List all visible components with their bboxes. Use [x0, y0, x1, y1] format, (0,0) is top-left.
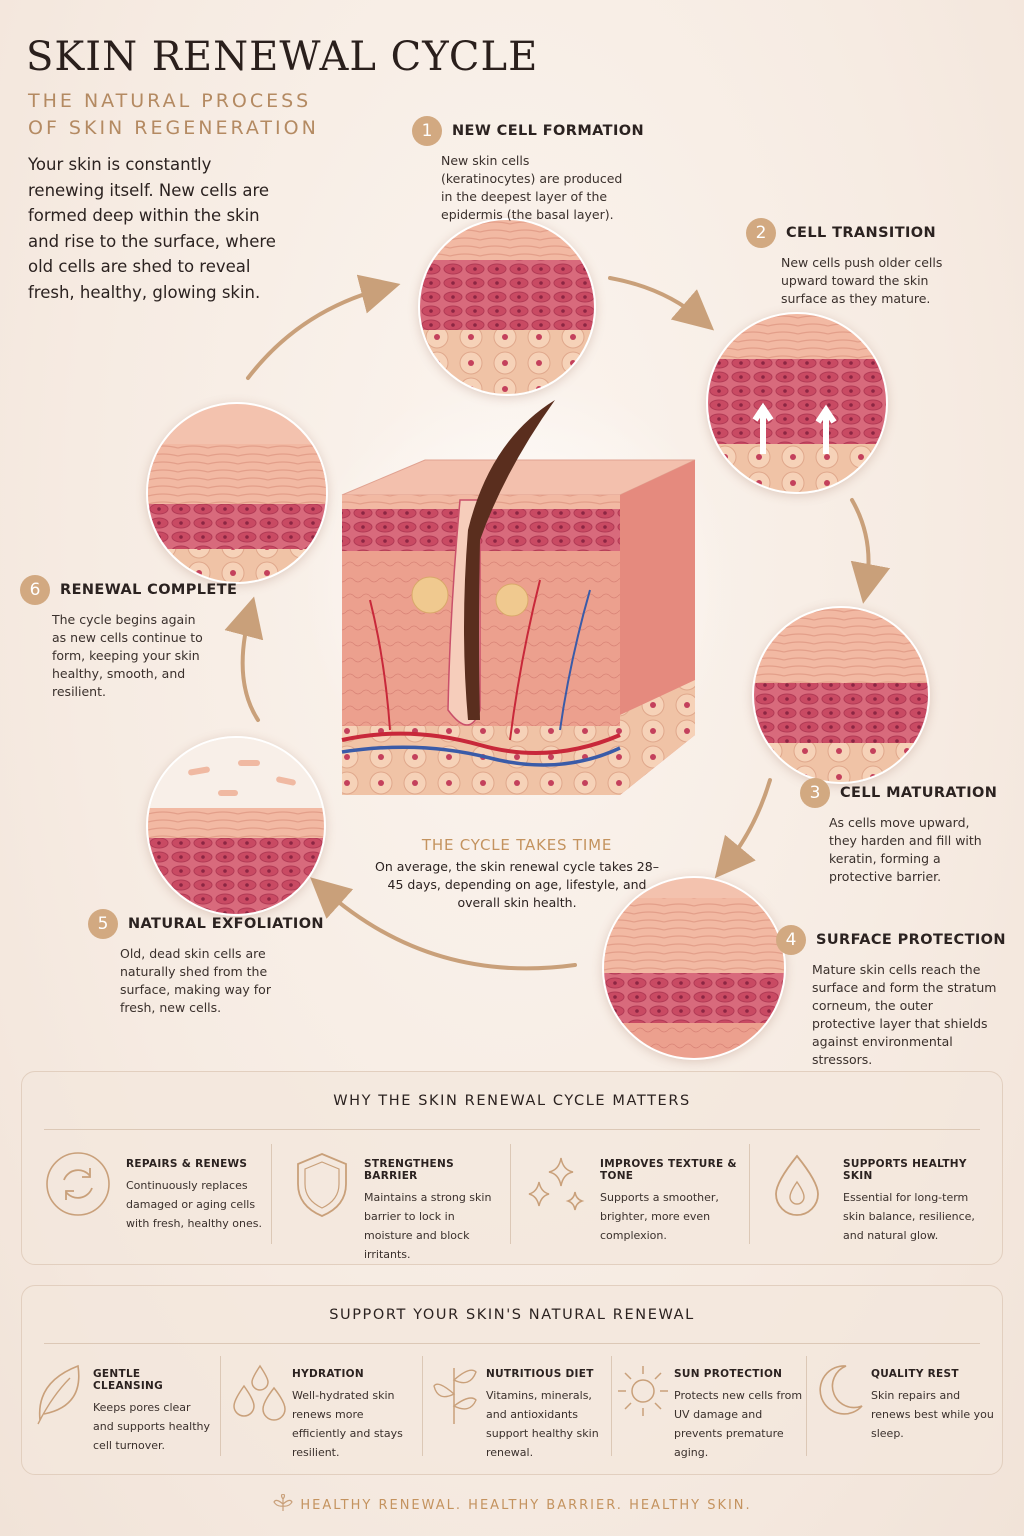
step-number-badge: 1	[412, 116, 442, 146]
why-panel: WHY THE SKIN RENEWAL CYCLE MATTERS REPAI…	[21, 1071, 1003, 1265]
support-item-description: Skin repairs and renews best while you s…	[871, 1389, 994, 1440]
sparkles-icon	[528, 1157, 585, 1211]
skin-cross-section	[341, 400, 696, 795]
support-item-title: HYDRATION	[292, 1368, 364, 1380]
divider	[220, 1356, 221, 1456]
divider	[422, 1356, 423, 1456]
support-item-title: NUTRITIOUS DIET	[486, 1368, 594, 1380]
step-3: 3 CELL MATURATION As cells move upward, t…	[800, 778, 1010, 886]
why-item-title: IMPROVES TEXTURE & TONE	[600, 1158, 737, 1182]
why-item: SUPPORTS HEALTHY SKIN Essential for long…	[843, 1158, 983, 1245]
divider	[271, 1144, 272, 1244]
page-title: SKIN RENEWAL CYCLE	[26, 34, 539, 80]
step-title: NATURAL EXFOLIATION	[128, 916, 324, 932]
renew-cycle-icon	[46, 1152, 110, 1216]
cycle-duration-note: THE CYCLE TAKES TIME On average, the ski…	[372, 836, 662, 912]
step-2-image	[706, 312, 888, 494]
why-item: IMPROVES TEXTURE & TONE Supports a smoot…	[600, 1158, 750, 1245]
support-item: QUALITY REST Skin repairs and renews bes…	[871, 1368, 995, 1443]
leaf-icon	[273, 1493, 294, 1511]
sun-icon	[618, 1366, 668, 1416]
water-drop-icon	[775, 1154, 819, 1216]
shield-icon	[297, 1153, 347, 1217]
support-panel-title: SUPPORT YOUR SKIN'S NATURAL RENEWAL	[329, 1307, 695, 1323]
cycle-arrows	[224, 274, 891, 971]
cycle-duration-title: THE CYCLE TAKES TIME	[421, 836, 613, 854]
support-panel: SUPPORT YOUR SKIN'S NATURAL RENEWAL GENT…	[21, 1285, 1003, 1475]
why-panel-title: WHY THE SKIN RENEWAL CYCLE MATTERS	[333, 1093, 691, 1109]
droplets-icon	[233, 1364, 286, 1421]
divider	[44, 1343, 980, 1344]
support-item-description: Keeps pores clear and supports healthy c…	[93, 1401, 210, 1452]
step-description: New skin cells (keratinocytes) are produ…	[441, 153, 623, 222]
intro-text: Your skin is constantly renewing itself.…	[28, 155, 276, 302]
arrow-6-to-1	[246, 274, 401, 380]
step-4-image	[602, 876, 786, 1060]
divider	[510, 1144, 511, 1244]
step-2: 2 CELL TRANSITION New cells push older ce…	[746, 218, 956, 308]
why-item-title: SUPPORTS HEALTHY SKIN	[843, 1158, 967, 1182]
arrow-5-to-6	[224, 596, 264, 722]
step-number-badge: 6	[20, 575, 50, 605]
leaf-icon	[37, 1364, 80, 1425]
support-item-title: GENTLE CLEANSING	[93, 1368, 164, 1392]
support-item: GENTLE CLEANSING Keeps pores clear and s…	[93, 1368, 213, 1455]
footer-tagline: HEALTHY RENEWAL. HEALTHY BARRIER. HEALTH…	[300, 1498, 752, 1513]
support-item: NUTRITIOUS DIET Vitamins, minerals, and …	[486, 1368, 610, 1462]
page-subtitle: THE NATURAL PROCESS OF SKIN REGENERATION	[28, 90, 319, 139]
why-item: STRENGTHENS BARRIER Maintains a strong s…	[364, 1158, 504, 1264]
support-item-description: Vitamins, minerals, and antioxidants sup…	[486, 1389, 599, 1459]
support-item: SUN PROTECTION Protects new cells from U…	[674, 1368, 804, 1462]
step-description: Mature skin cells reach the surface and …	[812, 962, 997, 1067]
support-item: HYDRATION Well-hydrated skin renews more…	[292, 1368, 416, 1462]
moon-icon	[819, 1365, 863, 1415]
why-item-title: STRENGTHENS BARRIER	[364, 1158, 454, 1182]
step-6-image	[146, 402, 328, 584]
step-title: RENEWAL COMPLETE	[60, 582, 238, 598]
step-5: 5 NATURAL EXFOLIATION Old, dead skin cell…	[88, 909, 324, 1017]
step-5-image	[146, 736, 326, 916]
divider	[806, 1356, 807, 1456]
footer: HEALTHY RENEWAL. HEALTHY BARRIER. HEALTH…	[0, 1493, 1024, 1513]
divider	[611, 1356, 612, 1456]
cycle-duration-text: On average, the skin renewal cycle takes…	[375, 859, 659, 910]
arrow-2-to-3	[850, 498, 891, 604]
why-item-description: Supports a smoother, brighter, more even…	[600, 1191, 719, 1242]
step-1-image	[418, 218, 596, 396]
step-title: SURFACE PROTECTION	[816, 932, 1006, 948]
why-item: REPAIRS & RENEWS Continuously replaces d…	[126, 1158, 266, 1233]
why-item-description: Essential for long-term skin balance, re…	[843, 1191, 975, 1242]
step-title: CELL TRANSITION	[786, 225, 937, 241]
step-number-badge: 3	[800, 778, 830, 808]
step-3-image	[752, 606, 930, 784]
divider	[44, 1129, 980, 1130]
arrow-3-to-4	[714, 778, 772, 879]
support-item-description: Protects new cells from UV damage and pr…	[674, 1389, 803, 1459]
step-4: 4 SURFACE PROTECTION Mature skin cells re…	[776, 925, 1006, 1069]
support-item-title: QUALITY REST	[871, 1368, 959, 1380]
why-item-description: Maintains a strong skin barrier to lock …	[364, 1191, 492, 1261]
step-number-badge: 4	[776, 925, 806, 955]
step-description: As cells move upward, they harden and fi…	[829, 815, 982, 884]
step-description: Old, dead skin cells are naturally shed …	[120, 946, 271, 1015]
step-6: 6 RENEWAL COMPLETE The cycle begins again…	[20, 575, 240, 701]
support-item-title: SUN PROTECTION	[674, 1368, 783, 1380]
support-item-description: Well-hydrated skin renews more efficient…	[292, 1389, 403, 1459]
step-description: The cycle begins again as new cells cont…	[52, 612, 203, 699]
step-number-badge: 5	[88, 909, 118, 939]
why-item-description: Continuously replaces damaged or aging c…	[126, 1179, 262, 1230]
step-1: 1 NEW CELL FORMATION New skin cells (kera…	[412, 116, 644, 224]
step-title: NEW CELL FORMATION	[452, 123, 645, 139]
why-item-title: REPAIRS & RENEWS	[126, 1158, 248, 1170]
step-title: CELL MATURATION	[840, 785, 998, 801]
step-description: New cells push older cells upward toward…	[781, 255, 943, 306]
arrow-4-to-5	[310, 877, 577, 971]
divider	[749, 1144, 750, 1244]
arrow-1-to-2	[608, 276, 715, 331]
branch-icon	[433, 1368, 477, 1424]
step-number-badge: 2	[746, 218, 776, 248]
